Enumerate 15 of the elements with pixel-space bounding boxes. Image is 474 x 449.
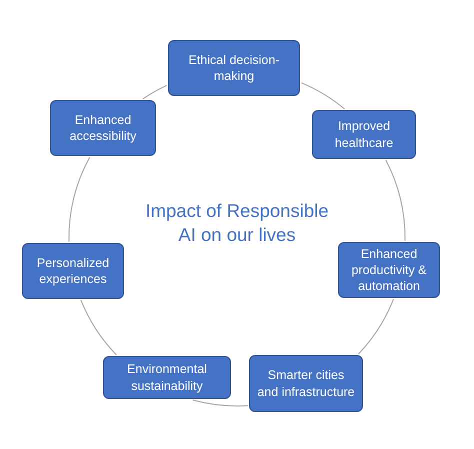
center-title: Impact of Responsible AI on our lives [144, 199, 330, 248]
process-box: Ethical decision-making [168, 40, 300, 96]
process-box: Enhanced accessibility [50, 100, 156, 156]
process-box: Enhanced productivity & automation [338, 242, 440, 298]
process-box: Environmental sustainability [103, 356, 231, 399]
connector-arc [80, 300, 117, 356]
connector-arc [358, 298, 394, 354]
process-box: Personalized experiences [22, 243, 124, 299]
connector-arc [385, 160, 406, 242]
process-box: Improved healthcare [312, 110, 416, 159]
connector-arc [68, 156, 90, 242]
process-box: Smarter cities and infrastructure [249, 355, 363, 412]
connector-arc [192, 400, 248, 406]
connector-arc [142, 84, 168, 100]
connector-arc [300, 82, 346, 110]
